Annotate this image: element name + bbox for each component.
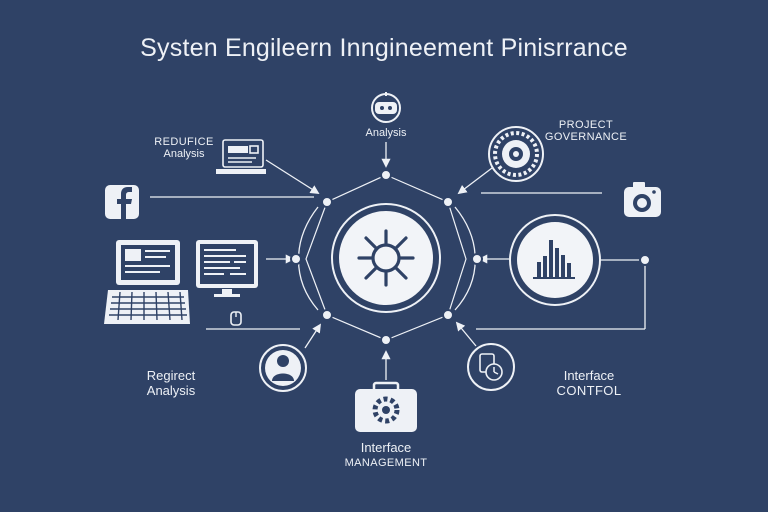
label-top-left-line2: Analysis [163, 148, 205, 160]
person-icon [259, 344, 307, 392]
clock-document-icon [467, 343, 515, 391]
label-interface-management-line1: Interface [360, 440, 412, 455]
monitor-icon [196, 240, 258, 326]
label-interface-control-line2: CONTFOL [556, 383, 622, 398]
label-interface-control-line1: Interface [563, 368, 615, 383]
camera-icon [624, 182, 661, 217]
page-title: Systen Engileern Inngineement Pinisrranc… [140, 34, 628, 62]
gear-circle-icon [488, 126, 544, 182]
ring-nodes [290, 169, 651, 346]
laptop-icon [104, 240, 190, 324]
label-project-governance-line1: PROJECT [558, 119, 614, 131]
center-hub [331, 203, 441, 313]
label-project-governance-line2: GOVERNANCE [544, 131, 628, 143]
label-requirement-analysis-line2: Analysis [146, 383, 196, 398]
facebook-icon [105, 185, 139, 219]
gear-icon [357, 229, 415, 287]
label-top-analysis: Analysis [365, 127, 407, 139]
document-tray-icon [216, 139, 266, 174]
label-requirement-analysis-line1: Regirect [146, 368, 196, 383]
gear-briefcase-icon [355, 381, 417, 432]
connector-lines [150, 142, 646, 380]
label-top-left-line1: REDUFICE [154, 136, 214, 148]
bar-chart-icon [509, 214, 601, 306]
label-interface-management-line2: MANAGEMENT [344, 457, 428, 469]
robot-icon [371, 92, 401, 123]
